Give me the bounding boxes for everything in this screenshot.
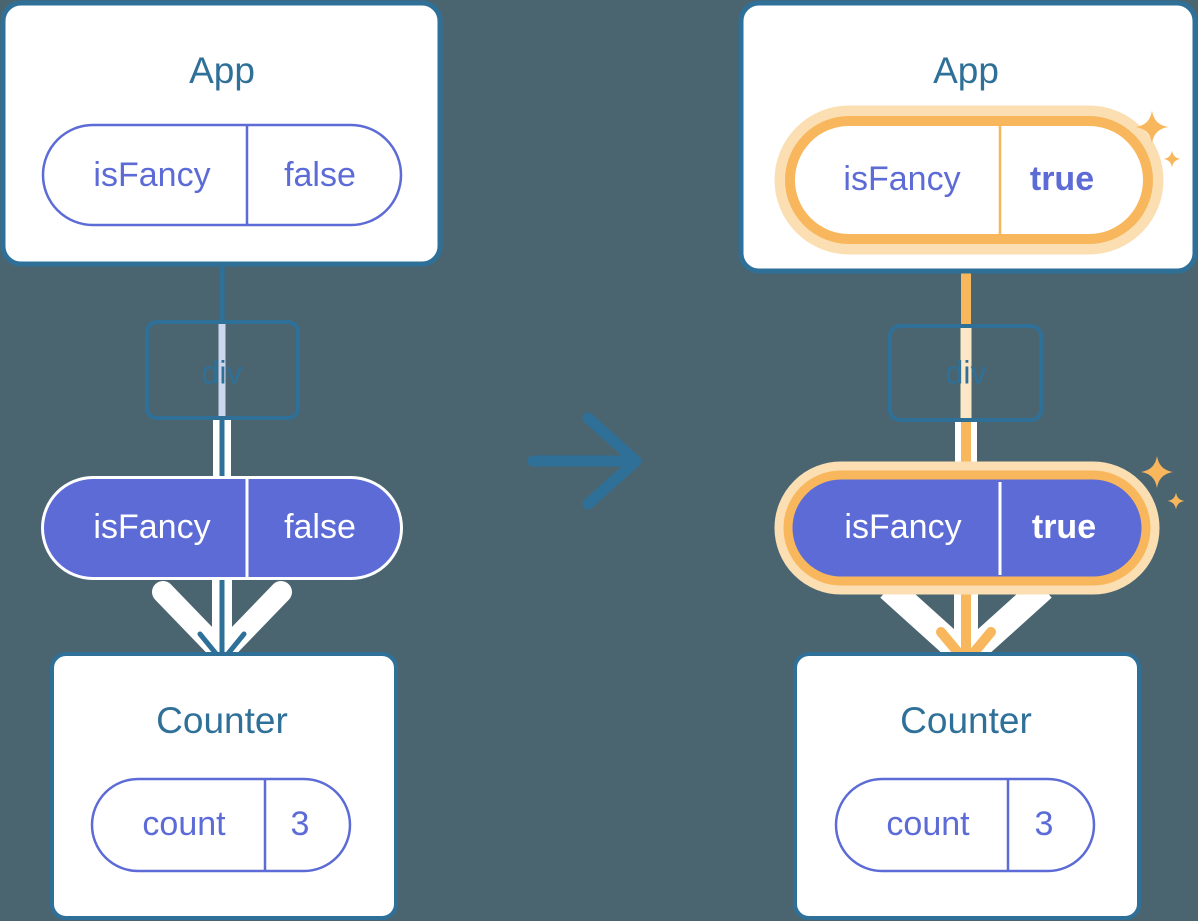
count-pill-right[interactable]: count 3 <box>834 777 1096 873</box>
count-pill-value-left: 3 <box>291 805 310 843</box>
arrow-right-icon <box>527 412 642 510</box>
props-pill-isfancy-left[interactable]: isFancy false <box>41 476 403 580</box>
state-pill-isfancy-right[interactable]: isFancy true <box>774 105 1164 255</box>
state-pill-value-left: false <box>284 156 356 194</box>
state-pill-body-right <box>785 116 1153 244</box>
props-pill-name-right: isFancy <box>844 508 961 546</box>
props-pill-body-right <box>783 470 1151 586</box>
props-pill-body-left <box>44 479 400 577</box>
right-panel: App isFancy true div <box>738 0 1198 920</box>
state-pill-body-left <box>41 123 403 227</box>
props-pill-name-left: isFancy <box>93 508 210 546</box>
props-pill-isfancy-right[interactable]: isFancy true <box>774 461 1160 595</box>
div-box-label-right: div <box>946 354 987 390</box>
transition-arrow <box>527 412 642 510</box>
counter-box-title-left: Counter <box>156 700 288 741</box>
state-pill-glow-right <box>774 105 1164 255</box>
count-pill-name-left: count <box>142 805 226 843</box>
props-pill-value-left: false <box>284 508 356 546</box>
props-arrow-group-left <box>152 563 292 664</box>
props-arrow-wing-left-a <box>152 581 230 661</box>
div-box-right <box>888 324 1043 422</box>
count-pill-name-right: count <box>886 805 970 843</box>
app-box-title-right: App <box>933 50 999 91</box>
state-pill-isfancy-left[interactable]: isFancy false <box>41 123 403 227</box>
div-box-left <box>145 320 300 420</box>
count-pill-value-right: 3 <box>1035 805 1054 843</box>
app-box-title-left: App <box>189 50 255 91</box>
div-box-label-left: div <box>202 354 243 390</box>
counter-box-title-right: Counter <box>900 700 1032 741</box>
count-pill-body-left <box>90 777 352 873</box>
state-pill-name-right: isFancy <box>843 160 960 198</box>
count-pill-left[interactable]: count 3 <box>90 777 352 873</box>
left-panel: App isFancy false div isFancy false <box>0 0 443 920</box>
props-pill-value-right: true <box>1032 508 1096 546</box>
count-pill-body-right <box>834 777 1096 873</box>
state-pill-name-left: isFancy <box>93 156 210 194</box>
props-arrow-wing-left-b <box>214 581 292 661</box>
props-pill-glow-right <box>774 461 1160 595</box>
state-pill-value-right: true <box>1030 160 1094 198</box>
